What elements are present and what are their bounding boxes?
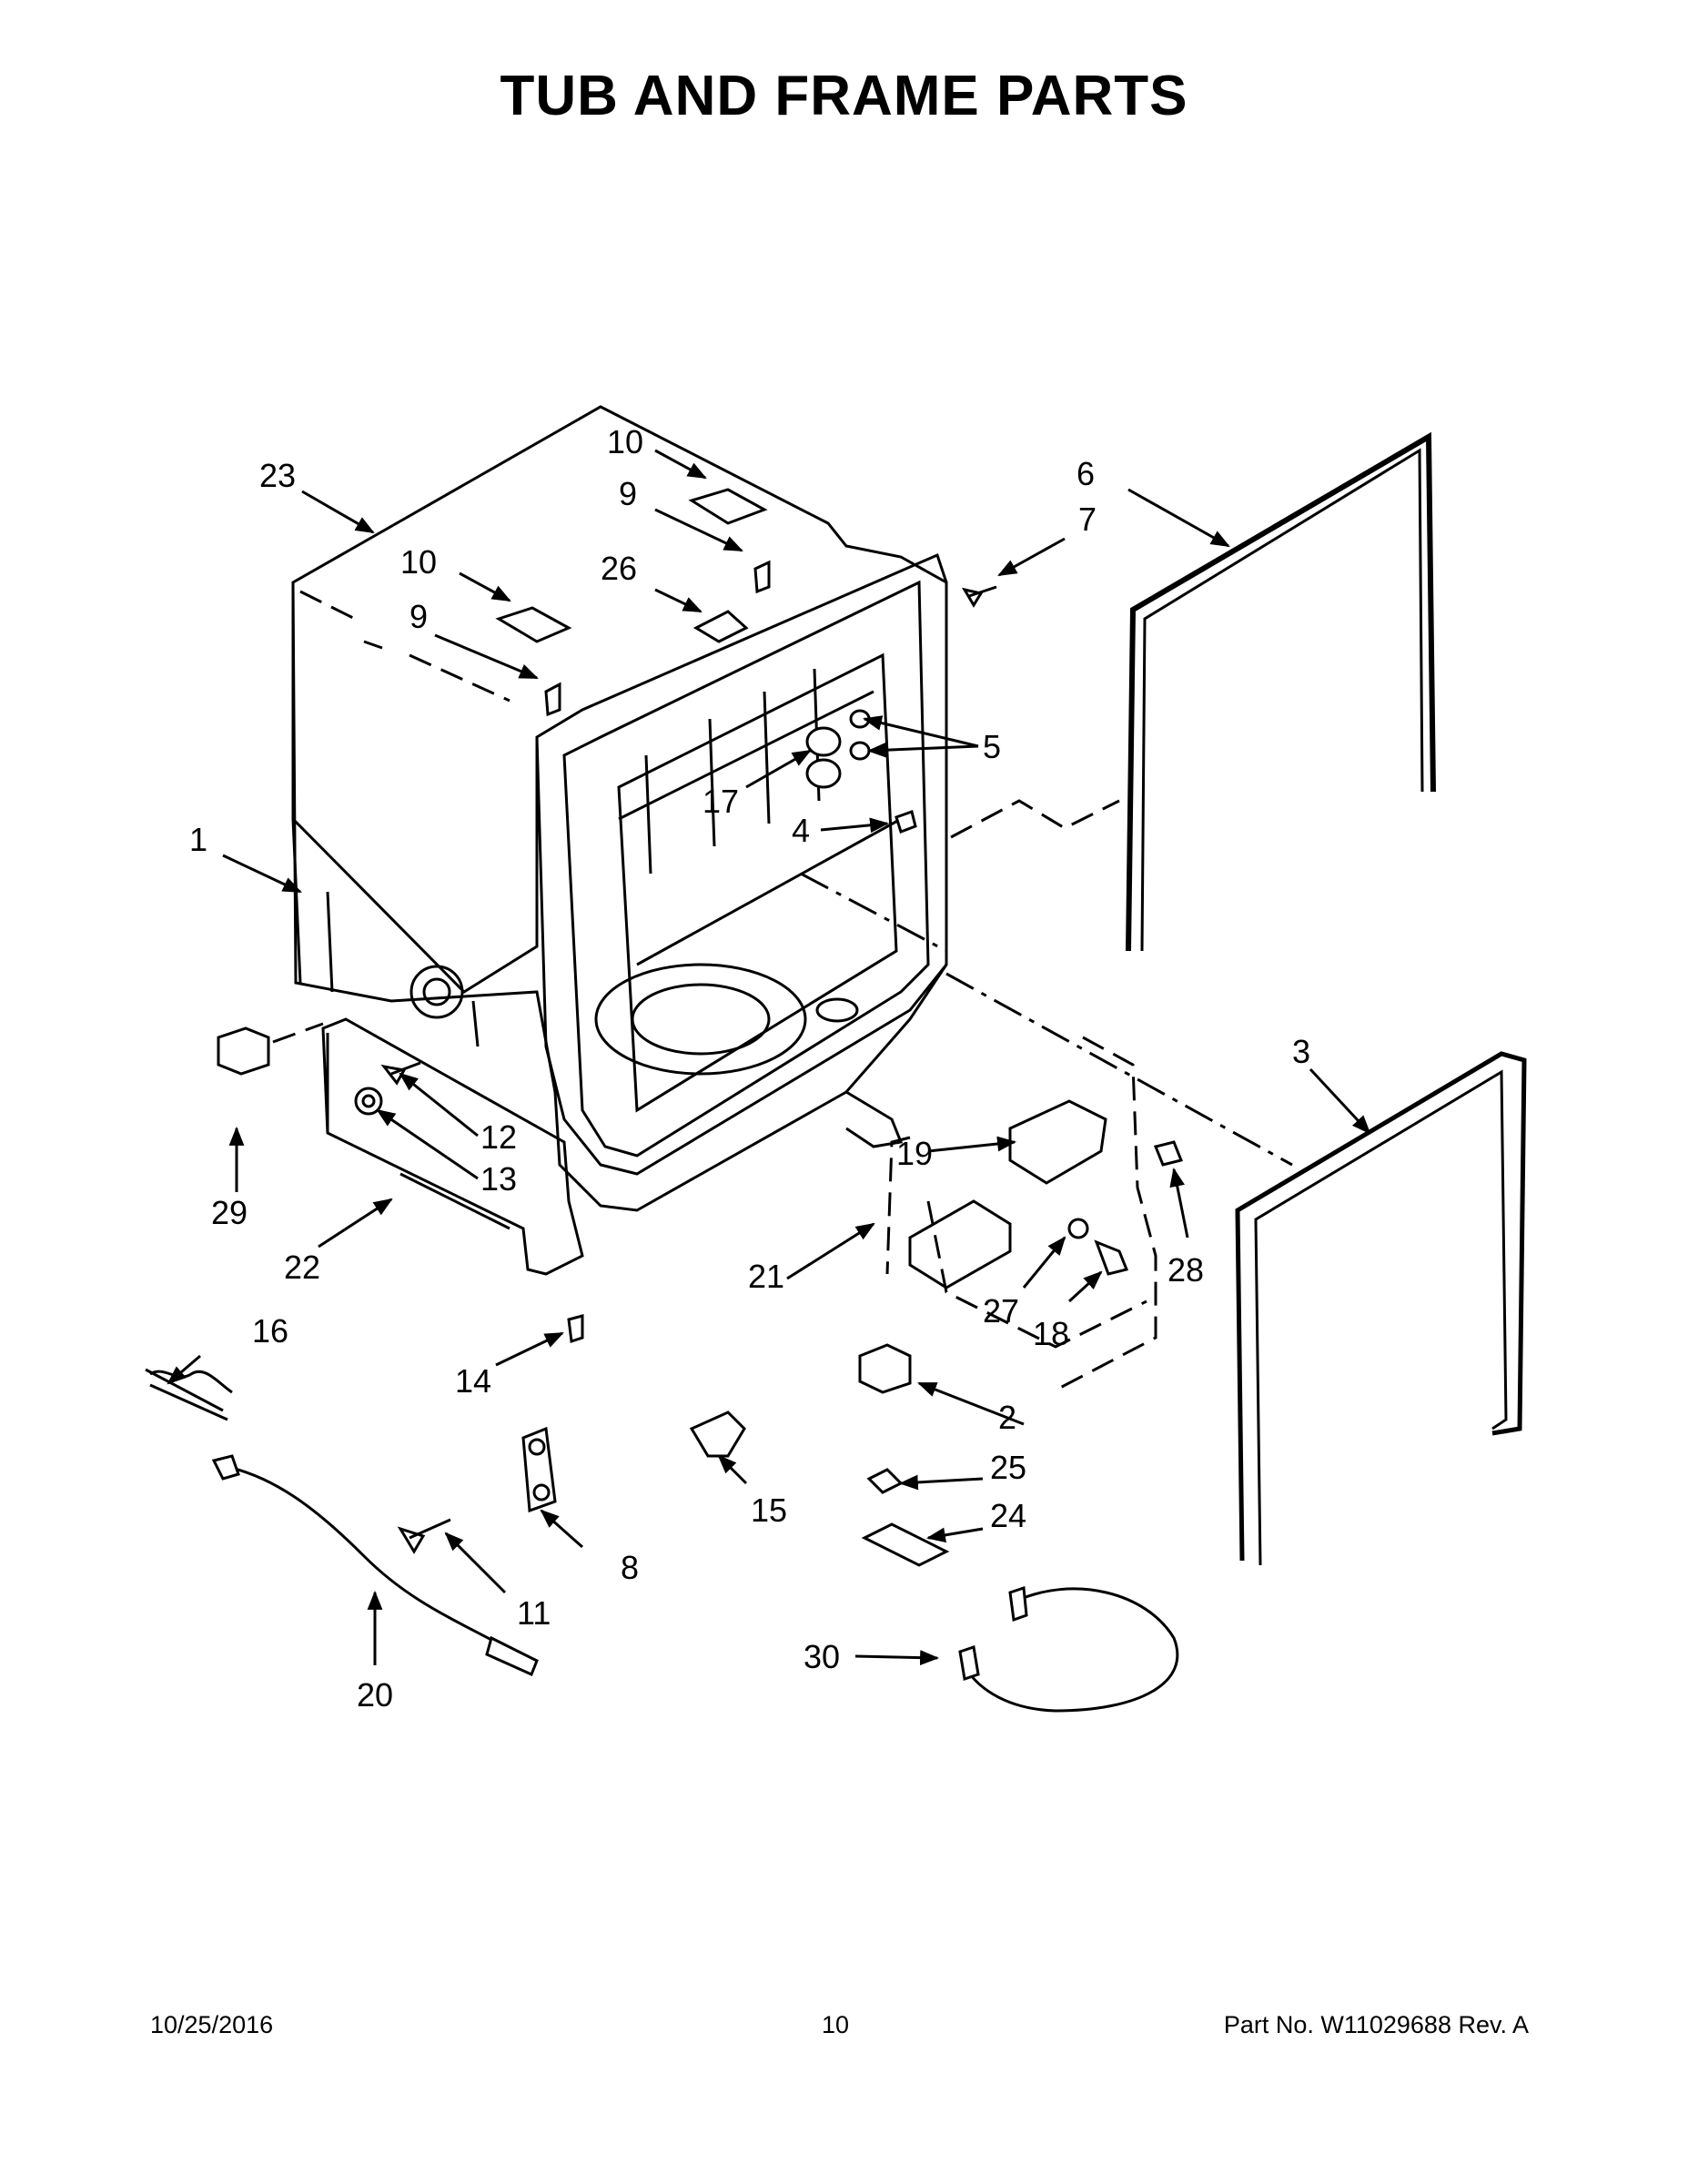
callout-16: 16 [252,1312,288,1350]
leader-arrows [167,449,1371,1665]
callout-1: 1 [189,821,207,858]
callout-23: 23 [259,457,296,494]
page-title: TUB AND FRAME PARTS [500,65,1188,127]
callout-17: 17 [702,783,739,820]
callout-13: 13 [480,1160,517,1198]
callout-7: 7 [1078,500,1097,538]
tub-assembly [291,405,948,1212]
callout-29: 29 [211,1194,248,1231]
callout-10-left: 10 [400,543,437,581]
small-parts [145,560,1184,1567]
wire-harness-20 [211,1454,539,1677]
callout-9-top: 9 [619,475,637,512]
callout-19: 19 [896,1135,933,1172]
callout-8: 8 [621,1549,639,1586]
callout-30: 30 [804,1638,840,1675]
callout-27: 27 [983,1292,1019,1330]
callout-18: 18 [1033,1315,1069,1352]
callout-28: 28 [1167,1251,1204,1289]
base-frame [321,1017,904,1276]
door-gasket [1126,431,1436,952]
callout-10-top: 10 [607,423,643,460]
callout-3: 3 [1292,1033,1310,1070]
callout-2: 2 [998,1399,1016,1436]
callout-15: 15 [751,1491,787,1529]
callout-6: 6 [1076,455,1095,492]
callout-5: 5 [983,728,1001,765]
callout-12: 12 [480,1118,517,1156]
callout-labels: 23 10 9 10 9 26 6 7 5 17 4 1 3 12 13 29 … [189,423,1310,1714]
callout-21: 21 [748,1258,784,1295]
callout-22: 22 [284,1249,320,1286]
assembly-guide-lines [272,590,1293,1390]
callout-9-left: 9 [409,598,428,635]
footer-page-number: 10 [822,2011,850,2038]
callout-26: 26 [601,550,637,587]
callout-14: 14 [455,1362,491,1400]
callout-11: 11 [517,1594,551,1632]
bottom-gasket [1235,1051,1527,1566]
footer-part-number: Part No. W11029688 Rev. A [1223,2011,1529,2038]
footer-date: 10/25/2016 [150,2011,274,2038]
callout-20: 20 [357,1676,393,1714]
callout-25: 25 [990,1449,1026,1486]
callout-4: 4 [792,812,810,849]
callout-24: 24 [990,1497,1026,1534]
wire-harness-30 [958,1585,1179,1713]
